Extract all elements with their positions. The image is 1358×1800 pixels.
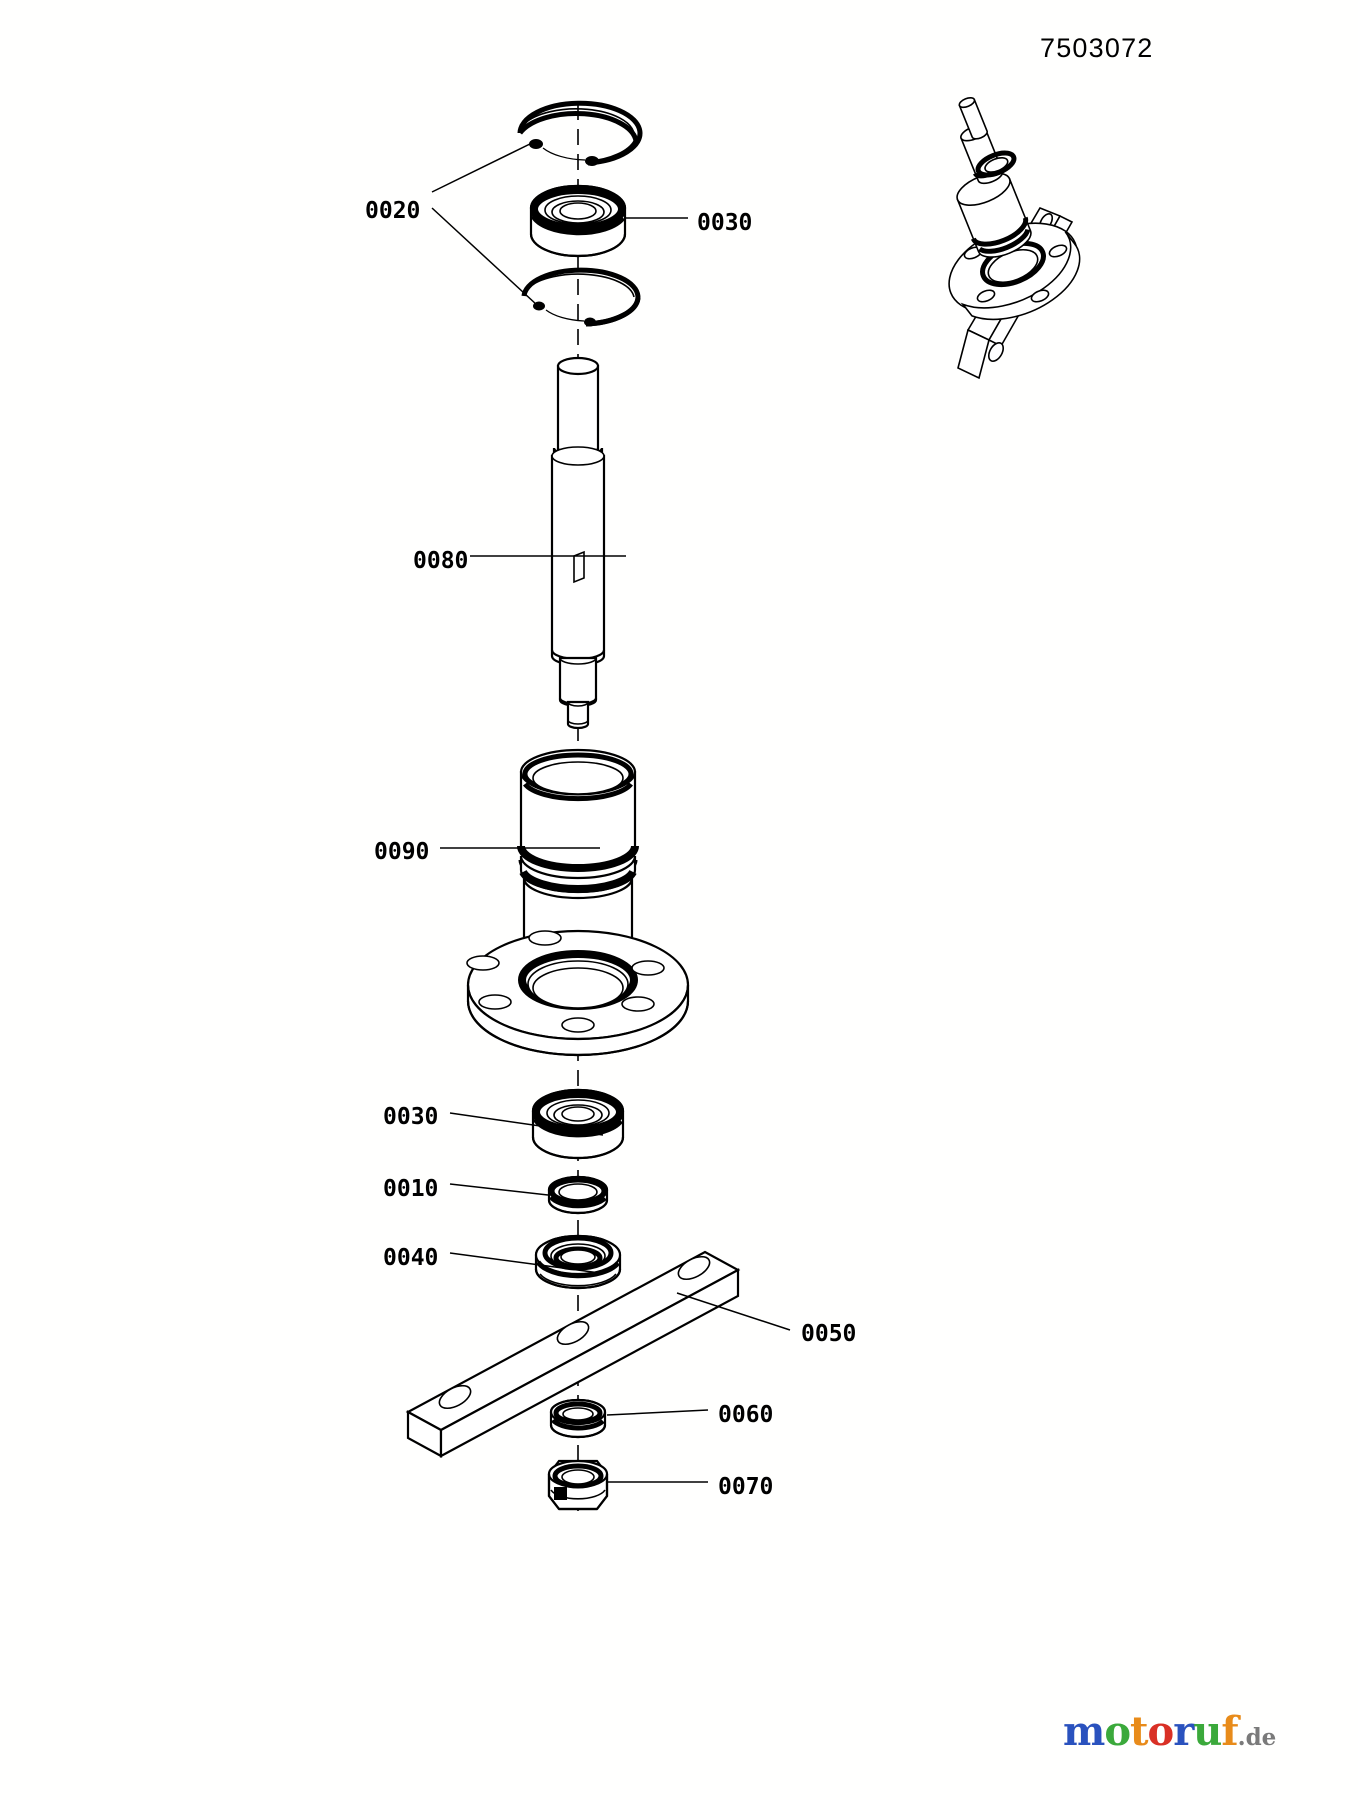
callout-0020: 0020 bbox=[365, 198, 421, 224]
logo-letter-t: t bbox=[1130, 1708, 1149, 1755]
assembled-spindle-inset bbox=[948, 96, 1081, 380]
ball-bearing-upper bbox=[529, 184, 627, 258]
lock-washer-0060 bbox=[549, 1398, 607, 1439]
callout-0050: 0050 bbox=[801, 1321, 857, 1347]
part-number-header: 7503072 bbox=[1040, 33, 1154, 63]
logo-letter-u: u bbox=[1193, 1708, 1222, 1755]
snap-ring-lower bbox=[521, 267, 641, 327]
logo-letter-o2: o bbox=[1147, 1708, 1175, 1755]
ball-bearing-lower bbox=[531, 1088, 625, 1160]
callout-0030-bottom: 0030 bbox=[383, 1104, 439, 1130]
mounting-bar bbox=[405, 1250, 741, 1458]
leader-lines bbox=[431, 140, 791, 1483]
callout-0070: 0070 bbox=[718, 1474, 774, 1500]
hex-lock-nut-0070 bbox=[547, 1459, 609, 1511]
spindle-housing bbox=[466, 748, 690, 1057]
flanged-spacer-0040 bbox=[534, 1234, 622, 1290]
callout-0090: 0090 bbox=[374, 839, 430, 865]
logo-letter-r: r bbox=[1173, 1708, 1194, 1755]
callout-0030-top: 0030 bbox=[697, 210, 753, 236]
snap-ring-upper bbox=[517, 100, 643, 166]
callout-0010: 0010 bbox=[383, 1176, 439, 1202]
washer-0010 bbox=[547, 1175, 609, 1215]
spindle-shaft bbox=[550, 356, 606, 730]
callout-0060: 0060 bbox=[718, 1402, 774, 1428]
logo-letter-o1: o bbox=[1104, 1708, 1131, 1755]
logo-letter-f: f bbox=[1221, 1708, 1238, 1755]
logo-tld: .de bbox=[1237, 1724, 1277, 1751]
logo-letter-m: m bbox=[1063, 1708, 1105, 1755]
motoruf-logo[interactable]: motoruf.de bbox=[1063, 1712, 1276, 1752]
callout-0080: 0080 bbox=[413, 548, 469, 574]
callout-0040: 0040 bbox=[383, 1245, 439, 1271]
